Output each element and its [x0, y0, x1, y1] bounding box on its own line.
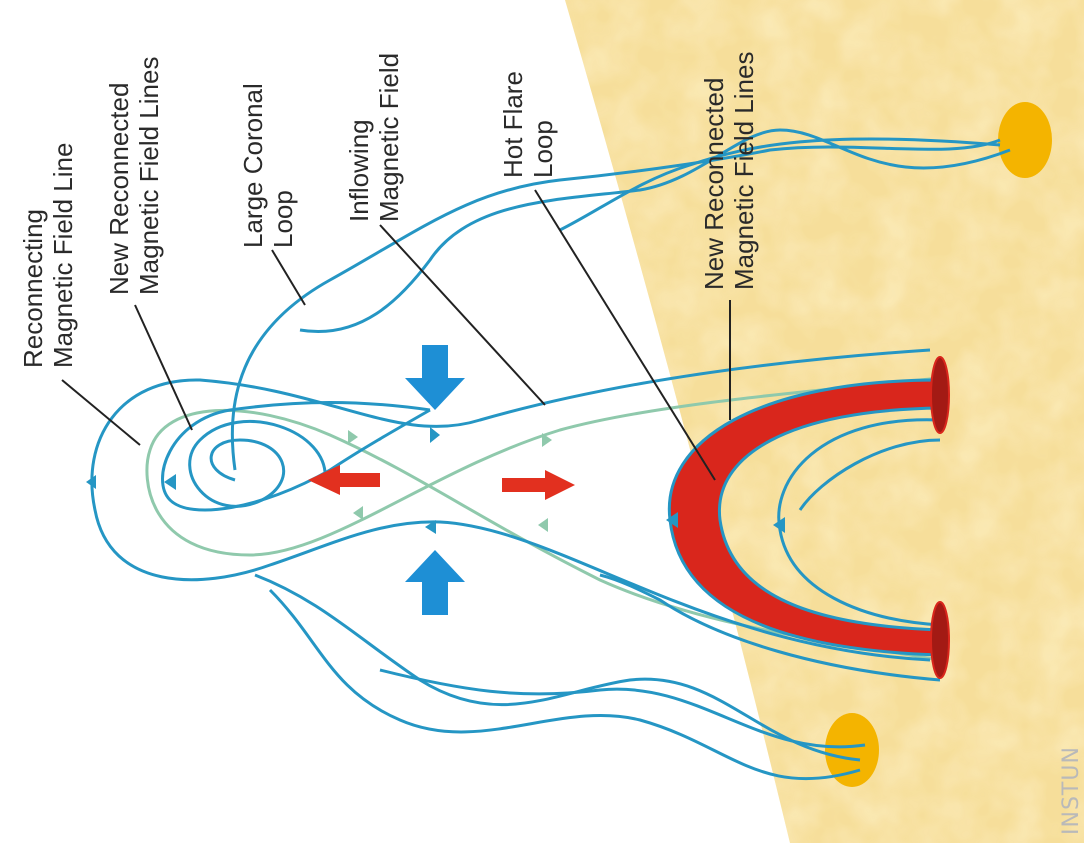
- flare-footpoint-top: [931, 357, 949, 433]
- label-hot-flare-2: Loop: [528, 120, 558, 178]
- label-new-reconnected-bottom-2: Magnetic Field Lines: [729, 52, 759, 290]
- label-reconnecting-2: Magnetic Field Line: [48, 143, 78, 368]
- label-large-coronal-2: Loop: [268, 190, 298, 248]
- footpoint-top: [998, 102, 1052, 178]
- label-new-reconnected-top-2: Magnetic Field Lines: [134, 57, 164, 295]
- arrowhead-top-center: [430, 427, 440, 443]
- label-inflowing-1: Inflowing: [344, 119, 374, 222]
- outflow-arrow-right: [502, 470, 575, 500]
- outflow-arrow-left: [308, 465, 380, 495]
- label-new-reconnected-top-1: New Reconnected: [104, 83, 134, 295]
- arrowhead-inner: [164, 474, 176, 490]
- inflow-arrow-top: [405, 345, 465, 410]
- label-large-coronal-1: Large Coronal: [238, 83, 268, 248]
- label-inflowing-2: Magnetic Field: [374, 53, 404, 222]
- flare-footpoint-bottom: [931, 602, 949, 678]
- label-new-reconnected-bottom-1: New Reconnected: [699, 78, 729, 290]
- label-reconnecting-1: Reconnecting: [18, 209, 48, 368]
- inflow-arrow-bottom: [405, 550, 465, 615]
- watermark: INSTUN: [1059, 746, 1084, 835]
- label-hot-flare-1: Hot Flare: [498, 71, 528, 178]
